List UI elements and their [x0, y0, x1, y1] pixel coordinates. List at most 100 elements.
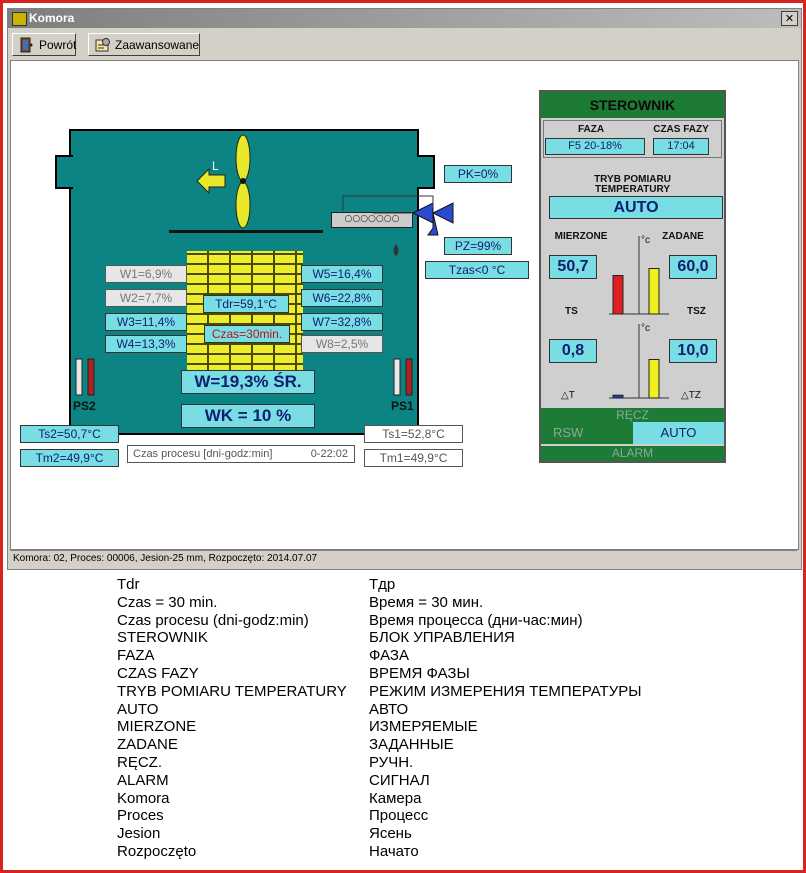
- thermometer-icon: [393, 358, 413, 396]
- zadane-label: ZADANE: [662, 231, 704, 242]
- russian-term: БЛОК УПРАВЛЕНИЯ: [369, 629, 515, 647]
- auto-mode-button[interactable]: AUTO: [633, 422, 724, 444]
- process-time-value: 0-22:02: [310, 448, 348, 460]
- rsw-mode-button[interactable]: RSW: [541, 422, 633, 444]
- dt-bar: [612, 394, 624, 399]
- russian-term: СИГНАЛ: [369, 771, 430, 789]
- process-time: Czas procesu [dni-godz:min] 0-22:02: [127, 445, 355, 463]
- tryb-value: AUTO: [549, 196, 723, 219]
- controller-title: STEROWNIK: [541, 92, 724, 118]
- pk-value: PK=0%: [444, 165, 512, 183]
- russian-term: ФАЗА: [369, 647, 409, 665]
- russian-term: Время процесса (дни-час:мин): [369, 611, 583, 629]
- dtz-bar: [648, 359, 660, 399]
- dt-value: 0,8: [549, 339, 597, 363]
- polish-term: FAZA: [117, 647, 155, 665]
- dt-label: △T: [561, 390, 575, 401]
- close-button[interactable]: ✕: [781, 11, 798, 26]
- w8-value: W8=2,5%: [301, 335, 383, 353]
- dtz-value: 10,0: [669, 339, 717, 363]
- polish-term: STEROWNIK: [117, 629, 208, 647]
- polish-term: ZADANE: [117, 736, 178, 754]
- polish-term: CZAS FAZY: [117, 664, 199, 682]
- russian-term: ЗАДАННЫЕ: [369, 736, 454, 754]
- polish-term: Czas procesu (dni-godz:min): [117, 611, 309, 629]
- w2-value: W2=7,7%: [105, 289, 187, 307]
- ts-bar: [612, 275, 624, 315]
- faza-value: F5 20-18%: [545, 138, 645, 155]
- fan-icon: [196, 134, 251, 229]
- ts2-value: Ts2=50,7°C: [20, 425, 119, 443]
- settings-icon: [95, 37, 111, 53]
- tm1-value: Tm1=49,9°C: [364, 449, 463, 467]
- russian-term: АВТО: [369, 700, 409, 718]
- w5-value: W5=16,4%: [301, 265, 383, 283]
- process-time-label: Czas procesu [dni-godz:min]: [133, 448, 273, 460]
- fan-direction: L: [212, 159, 219, 173]
- tryb-label-2: TEMPERATURY: [595, 184, 670, 195]
- ts1-value: Ts1=52,8°C: [364, 425, 463, 443]
- axis-unit-bottom: °c: [641, 323, 650, 334]
- tzas-value: Tzas<0 °C: [425, 261, 529, 279]
- toolbar: Powrót Zaawansowane: [8, 30, 801, 60]
- w3-value: W3=11,4%: [105, 313, 187, 331]
- ts-label: TS: [565, 306, 578, 317]
- back-label: Powrót: [39, 37, 77, 52]
- advanced-button[interactable]: Zaawansowane: [88, 33, 200, 56]
- polish-term: TRYB POMIARU TEMPERATURY: [117, 682, 347, 700]
- czas-value: Czas=30min.: [204, 325, 290, 343]
- russian-term: Время = 30 мин.: [369, 593, 484, 611]
- czas-fazy-label: CZAS FAZY: [653, 124, 709, 135]
- heater-icon: ○○○○○○○: [331, 212, 413, 228]
- flap-left: [55, 155, 73, 189]
- russian-term: ВРЕМЯ ФАЗЫ: [369, 664, 470, 682]
- ts-value: 50,7: [549, 255, 597, 279]
- russian-term: ИЗМЕРЯЕМЫЕ: [369, 718, 478, 736]
- russian-term: Камера: [369, 789, 422, 807]
- status-bar: Komora: 02, Proces: 00006, Jesion-25 mm,…: [10, 550, 797, 566]
- drop-icon: [393, 244, 399, 256]
- polish-term: AUTO: [117, 700, 159, 718]
- title-bar: Komora ✕: [8, 9, 801, 28]
- door-icon: [19, 37, 35, 53]
- polish-term: Tdr: [117, 576, 140, 593]
- valve-icon: [342, 195, 454, 236]
- tsz-value: 60,0: [669, 255, 717, 279]
- polish-term: Proces: [117, 807, 164, 825]
- w4-value: W4=13,3%: [105, 335, 187, 353]
- w-average: W=19,3% ŚR.: [181, 370, 315, 394]
- w1-value: W1=6,9%: [105, 265, 187, 283]
- phase-section: [543, 120, 722, 158]
- polish-term: ALARM: [117, 771, 169, 789]
- flap-right: [417, 155, 435, 189]
- advanced-label: Zaawansowane: [115, 37, 200, 52]
- baffle: [169, 230, 323, 233]
- russian-term: Ясень: [369, 825, 412, 843]
- russian-term: Начато: [369, 842, 419, 860]
- back-button[interactable]: Powrót: [12, 33, 76, 56]
- polish-term: Czas = 30 min.: [117, 593, 218, 611]
- window-title: Komora: [29, 11, 75, 25]
- dtz-label: △TZ: [681, 390, 701, 401]
- mierzone-label: MIERZONE: [554, 231, 608, 242]
- w7-value: W7=32,8%: [301, 313, 383, 331]
- faza-label: FAZA: [577, 124, 605, 135]
- manual-mode-button[interactable]: RĘCZ: [541, 408, 724, 422]
- russian-term: Процесс: [369, 807, 429, 825]
- temperature-chart: [609, 236, 669, 399]
- tsz-bar: [648, 268, 660, 315]
- thermometer-icon: [75, 358, 95, 396]
- tdr-value: Tdr=59,1°C: [203, 295, 289, 313]
- pz-value: PZ=99%: [444, 237, 512, 255]
- axis-unit-top: °c: [641, 235, 650, 246]
- polish-term: RĘCZ.: [117, 753, 162, 771]
- alarm-indicator: ALARM: [541, 446, 724, 461]
- tm2-value: Tm2=49,9°C: [20, 449, 119, 467]
- polish-term: MIERZONE: [117, 718, 197, 736]
- tryb-label-1: TRYB POMIARU: [594, 174, 671, 185]
- russian-term: Тдр: [369, 576, 396, 593]
- ps1-label: PS1: [391, 399, 414, 413]
- controller-panel: STEROWNIK FAZA CZAS FAZY F5 20-18% 17:04…: [539, 90, 726, 463]
- russian-term: РЕЖИМ ИЗМЕРЕНИЯ ТЕМПЕРАТУРЫ: [369, 682, 642, 700]
